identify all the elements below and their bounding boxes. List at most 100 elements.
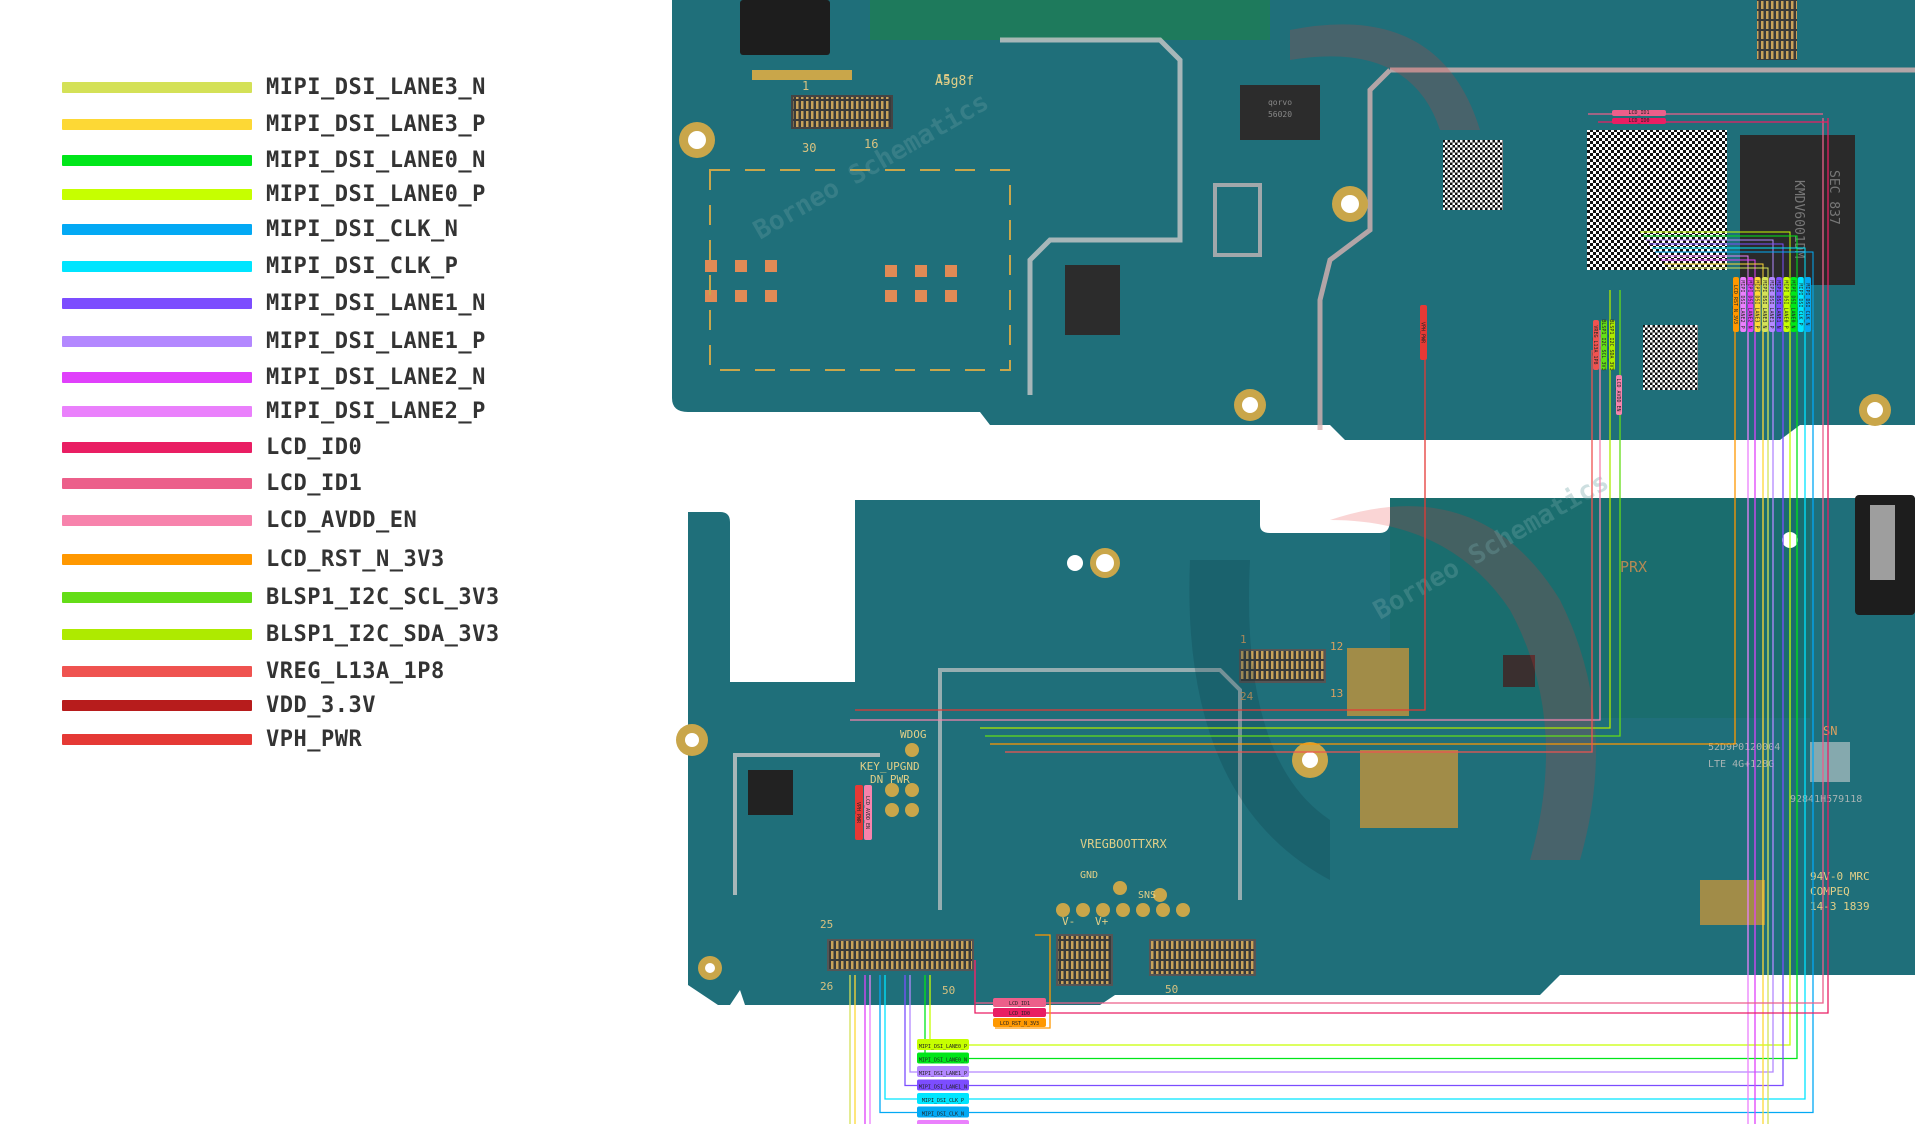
shield-outline [733,753,880,895]
net-tag-bg [1420,305,1427,360]
net-tag-bg [1616,375,1622,415]
legend-item: LCD_AVDD_EN [62,505,417,535]
pin-label: 50 [1165,983,1178,996]
trace-mipi_dsi_lane1_n [904,330,1784,1087]
gold-pad [1347,648,1409,716]
net-tag: MIPI_DSI_CLK_N [917,1106,969,1118]
bga-small [1443,140,1503,210]
legend-item: VDD_3.3V [62,690,376,720]
legend-label: VPH_PWR [266,726,363,752]
legend-label: MIPI_DSI_CLK_N [266,216,459,242]
net-tag-label: LCD_AVDD_EN [1615,378,1621,411]
net-tag-bg [1776,277,1783,332]
net-tag-bg [1593,320,1599,370]
trace-mipi_dsi_lane3_n [849,330,1769,1128]
net-tag-bg [917,1066,969,1077]
net-tag-label: VPH_PWR [855,802,861,824]
shield-outline [938,668,1242,910]
legend-label: MIPI_DSI_LANE2_P [266,398,486,424]
net-tag: LCD_RST_N_3V3 [993,1018,1046,1027]
legend-item: VREG_L13A_1P8 [62,656,445,686]
legend-item: MIPI_DSI_LANE0_N [62,145,486,175]
legend-label: MIPI_DSI_LANE3_N [266,74,486,100]
net-tag: MIPI_DSI_LANE0_P [1782,277,1790,332]
legend-swatch [62,441,252,453]
net-tag-label: MIPI_DSI_LANE0_P [1782,280,1788,328]
legend-swatch [62,297,252,309]
lcd-connector [827,939,974,971]
net-tag-label: MIPI_DSI_LANE1_N [1775,280,1781,328]
net-tag-bg [993,1008,1046,1017]
net-tag: MIPI_DSI_LANE0_N [917,1052,969,1064]
legend-label: BLSP1_I2C_SCL_3V3 [266,584,500,610]
net-tag-label: LCD_RST_N_3V3 [1000,1021,1039,1027]
net-tag: MIPI_DSI_LANE0_N [1790,277,1797,332]
shield-outline-2 [1317,67,1915,430]
shield-outline-3 [1213,183,1262,257]
legend-swatch [62,477,252,489]
trace-lcd_avdd_en [850,330,1601,721]
net-tag-bg [917,1106,969,1118]
net-tag-bg [1740,277,1747,332]
trace-mipi_dsi_lane1_p [909,330,1774,1073]
net-tag-bg [917,1120,969,1128]
net-tag-label: MIPI_DSI_LANE0_P [919,1044,967,1050]
batt-label: GND [1080,870,1098,881]
net-tag: MIPI_DSI_CLK_P [1797,277,1804,332]
net-tag-label: VREG_L13A_1P8 [1592,325,1598,364]
legend-label: LCD_ID1 [266,470,363,496]
net-tag-label: LCD_AVDD_EN [864,796,870,829]
main-connector [1149,939,1256,976]
net-tag: BLSP1_I2C_SCL_3V3 [1600,319,1607,371]
net-tag: MIPI_DSI_LANE2_P [1739,277,1747,332]
legend-label: VDD_3.3V [266,692,376,718]
legend-swatch [62,335,252,347]
net-tag: MIPI_DSI_LANE1_N [917,1079,969,1091]
pin-label: 12 [1330,640,1343,653]
net-tag-label: MIPI_DSI_LANE1_P [1768,280,1774,328]
pin-label: 15 [936,72,950,86]
batt-label: VREGBOOTTXRX [1080,837,1167,851]
net-tag-bg [993,1018,1046,1027]
net-tag-bg [1601,320,1607,370]
legend-item: LCD_ID1 [62,468,362,498]
net-tag-bg [1612,118,1666,124]
net-tag: LCD_ID0 [1612,118,1666,124]
prx-label: PRX [1620,558,1647,576]
gold-pad [1700,880,1765,925]
ic-text: qorvo [1268,98,1292,107]
legend-swatch [62,514,252,526]
pin-label: 1 [802,79,809,93]
net-tags: MIPI_DSI_LANE0_PMIPI_DSI_LANE0_NMIPI_DSI… [855,110,1811,1128]
net-tag-bg [1805,277,1811,332]
net-tag: BLSP1_I2C_SDA_3V3 [1608,319,1615,371]
net-tag-label: MIPI_DSI_LANE1_N [919,1085,967,1091]
net-tag-bg [1747,277,1754,332]
legend-swatch [62,665,252,677]
board-code: A5g8f [935,74,974,89]
legend-item: MIPI_DSI_CLK_N [62,214,458,244]
top-board: 15 1 30 16 A5g8f qorvo 56020 KMDV6001DM … [672,0,1915,440]
pin-label: 24 [1240,690,1254,703]
net-tag-label: MIPI_DSI_LANE0_N [1790,280,1796,328]
trace-soc-mipi_dsi_lane0_p [1640,231,1791,330]
ic-qorvo [1240,85,1320,140]
legend-label: VREG_L13A_1P8 [266,658,445,684]
net-tag-bg [1761,277,1768,332]
ic-text: 56020 [1268,110,1292,119]
pin-label: 25 [820,918,833,931]
legend-label: MIPI_DSI_LANE1_N [266,290,486,316]
net-tag: MIPI_DSI_CLK_N [1804,277,1811,332]
net-tag-bg [1612,110,1666,116]
net-tag: LCD_ID1 [1612,110,1666,116]
wdog-label: WDOG [900,728,927,741]
net-tag-label: MIPI_DSI_CLK_N [922,1112,964,1118]
top-board-green-area [870,0,1270,40]
fpc-connector [1239,649,1326,683]
net-tag: VPH_PWR [1420,305,1427,360]
net-tag-label: LCD_ID0 [1628,118,1649,124]
legend-swatch [62,118,252,130]
trace-vph_pwr [855,330,1426,711]
net-traces [849,113,1829,1128]
bottom-board: PRX 1 12 24 13 WDOG KEY_UPGND DN PWR [676,495,1915,1005]
